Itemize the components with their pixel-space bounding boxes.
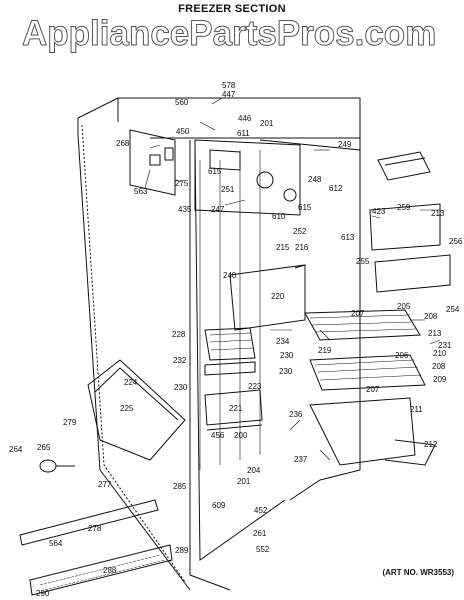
left-panel xyxy=(130,130,175,195)
part-label-231-a: 231 xyxy=(438,341,452,350)
diagram-title: FREEZER SECTION xyxy=(178,3,286,15)
part-label-564: 564 xyxy=(49,539,63,548)
part-label-259: 259 xyxy=(397,203,411,212)
part-label-278: 278 xyxy=(88,524,102,533)
part-label-201: 201 xyxy=(260,119,274,128)
cabinet xyxy=(78,98,360,590)
part-label-615-a: 615 xyxy=(208,167,222,176)
part-label-256: 256 xyxy=(449,237,463,246)
part-label-289: 289 xyxy=(175,546,189,555)
part-label-252: 252 xyxy=(293,227,307,236)
liner-hatching xyxy=(200,150,260,470)
part-label-215: 215 xyxy=(276,243,290,252)
control-housing xyxy=(195,140,300,215)
part-label-205: 205 xyxy=(397,302,411,311)
part-label-609: 609 xyxy=(212,501,226,510)
part-label-288: 288 xyxy=(103,566,117,575)
evaporator xyxy=(205,328,255,375)
base-rail xyxy=(20,500,158,545)
watermark: AppliancePartsPros.com xyxy=(21,14,437,54)
part-label-612: 612 xyxy=(329,184,343,193)
part-label-613: 613 xyxy=(341,233,355,242)
part-label-237: 237 xyxy=(294,455,308,464)
part-label-611: 611 xyxy=(237,129,250,138)
part-label-610: 610 xyxy=(272,212,286,221)
part-label-446: 446 xyxy=(238,114,252,123)
part-label-201-b: 201 xyxy=(237,477,251,486)
part-label-212: 212 xyxy=(424,440,438,449)
part-label-261: 261 xyxy=(253,529,267,538)
part-label-247: 247 xyxy=(211,205,225,214)
part-label-208-a: 208 xyxy=(424,312,438,321)
part-label-251: 251 xyxy=(221,185,235,194)
part-label-552: 552 xyxy=(256,545,270,554)
part-label-223: 223 xyxy=(248,382,262,391)
part-label-228: 228 xyxy=(172,330,186,339)
ice-tray xyxy=(378,152,430,180)
part-label-221: 221 xyxy=(229,404,243,413)
part-label-560: 560 xyxy=(175,98,189,107)
art-number: (ART NO. WR3553) xyxy=(382,568,454,577)
part-label-450: 450 xyxy=(176,127,190,136)
part-label-447: 447 xyxy=(222,90,236,99)
evaporator-cover xyxy=(230,265,305,330)
part-label-213-b: 213 xyxy=(428,329,442,338)
ice-maker xyxy=(370,204,450,292)
part-label-236: 236 xyxy=(289,410,303,419)
part-label-290: 290 xyxy=(36,589,50,598)
door-shelf xyxy=(88,360,185,460)
part-label-230-b: 230 xyxy=(279,367,293,376)
wire-shelves xyxy=(305,310,425,390)
part-label-209: 209 xyxy=(433,375,447,384)
part-label-279: 279 xyxy=(63,418,77,427)
part-label-208-b: 208 xyxy=(432,362,446,371)
part-label-206: 206 xyxy=(395,351,409,360)
toe-grille xyxy=(30,545,172,595)
light-socket xyxy=(40,460,75,472)
part-label-265: 265 xyxy=(37,443,51,452)
part-label-224: 224 xyxy=(124,378,138,387)
part-label-207-b: 207 xyxy=(366,385,380,394)
part-label-220: 220 xyxy=(271,292,285,301)
part-label-249: 249 xyxy=(338,140,352,149)
part-label-285: 285 xyxy=(173,482,187,491)
part-label-275: 275 xyxy=(175,179,189,188)
lower-assembly xyxy=(205,390,262,430)
part-label-277: 277 xyxy=(98,480,112,489)
part-label-248: 248 xyxy=(308,175,322,184)
part-label-216: 216 xyxy=(295,243,309,252)
part-label-268: 268 xyxy=(116,139,130,148)
part-label-615-b: 615 xyxy=(298,203,312,212)
leader-lines xyxy=(145,98,440,460)
part-label-563: 563 xyxy=(134,187,148,196)
part-label-452: 452 xyxy=(254,506,268,515)
part-label-456: 456 xyxy=(211,431,225,440)
part-label-211: 211 xyxy=(410,405,423,414)
part-label-207-a: 207 xyxy=(351,309,365,318)
part-label-210: 210 xyxy=(433,349,447,358)
part-label-435: 435 xyxy=(178,205,192,214)
part-label-578: 578 xyxy=(222,81,236,90)
part-label-232: 232 xyxy=(173,356,187,365)
part-label-213-a: 213 xyxy=(431,209,445,218)
part-label-230-a: 230 xyxy=(280,351,294,360)
part-label-255: 255 xyxy=(356,257,370,266)
part-label-204: 204 xyxy=(247,466,261,475)
part-label-264: 264 xyxy=(9,445,23,454)
part-label-230-c: 230 xyxy=(174,383,188,392)
part-label-225: 225 xyxy=(120,404,134,413)
part-label-240: 240 xyxy=(223,271,237,280)
part-label-423: 423 xyxy=(372,207,386,216)
part-label-254: 254 xyxy=(446,305,460,314)
part-label-219: 219 xyxy=(318,346,332,355)
part-label-200: 200 xyxy=(234,431,248,440)
part-label-234: 234 xyxy=(276,337,290,346)
freezer-basket xyxy=(310,398,435,465)
